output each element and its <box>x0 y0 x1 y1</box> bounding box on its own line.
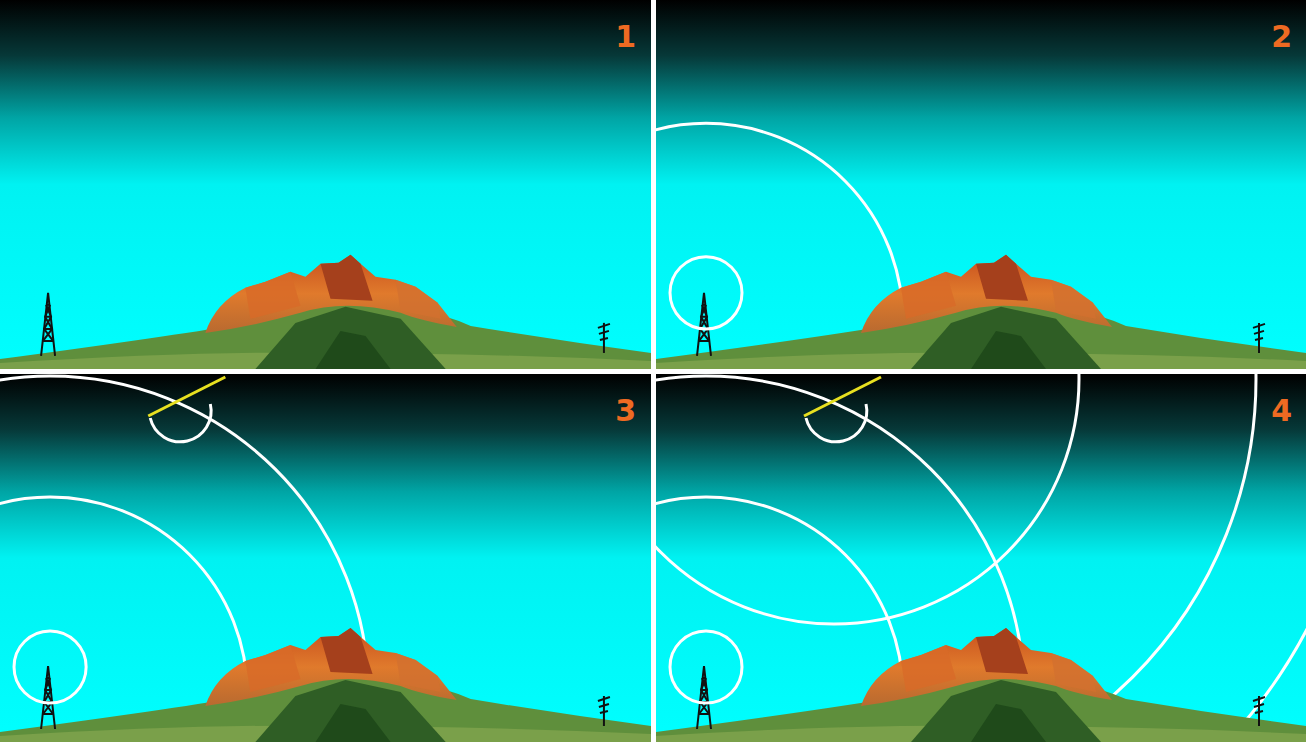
panel-number: 3 <box>615 396 636 426</box>
panel-number: 4 <box>1271 396 1292 426</box>
scene <box>656 374 1306 742</box>
panel <box>656 374 1306 742</box>
scene <box>656 0 1306 369</box>
panel-number: 2 <box>1271 22 1292 52</box>
panel <box>656 0 1306 369</box>
scene <box>0 0 651 369</box>
scene <box>0 374 651 742</box>
panel <box>0 374 651 742</box>
panel-number: 1 <box>615 22 636 52</box>
panel <box>0 0 651 369</box>
